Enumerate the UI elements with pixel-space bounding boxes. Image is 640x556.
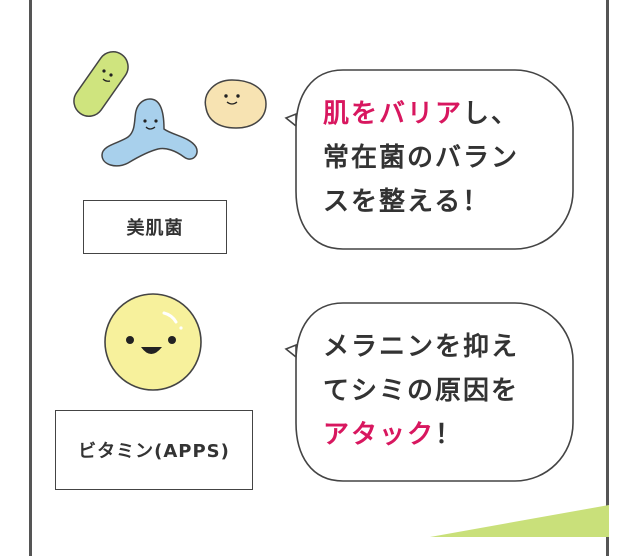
vitamin-label-text: ビタミン(APPS) — [78, 441, 230, 462]
bubble2-line2: てシミの原因を — [323, 376, 520, 406]
speech-bubble-vitamin: メラニンを抑え てシミの原因を アタック！ — [283, 301, 575, 483]
bubble1-line2: 常在菌のバラン — [323, 143, 520, 173]
beige-bacterium-icon — [204, 79, 267, 129]
speech-bubble-shape — [284, 69, 574, 250]
speech-bubble-shape — [284, 302, 574, 482]
blue-bacterium-icon — [101, 98, 198, 167]
bubble2-line3: アタック！ — [323, 413, 519, 457]
bubble1-line1: 肌をバリアし、 — [323, 92, 519, 136]
vitamin-label: ビタミン(APPS) — [55, 410, 253, 490]
bubble2-accent-text: アタック — [323, 420, 436, 450]
green-bacterium-icon — [73, 51, 129, 117]
bifidus-label-text: 美肌菌 — [126, 218, 184, 239]
bubble2-line3-rest: ！ — [435, 420, 464, 450]
speech-bubble-skin-barrier: 肌をバリアし、 常在菌のバラン スを整える！ — [283, 68, 575, 251]
bubble1-line1-rest: し、 — [463, 99, 520, 129]
bubble1-accent-text: 肌をバリア — [323, 99, 464, 129]
bifidus-label: 美肌菌 — [83, 200, 227, 254]
bubble1-line3: スを整える！ — [323, 187, 491, 217]
bubble2-line1: メラニンを抑え — [323, 332, 520, 362]
yellow-vitamin-icon — [104, 293, 202, 391]
